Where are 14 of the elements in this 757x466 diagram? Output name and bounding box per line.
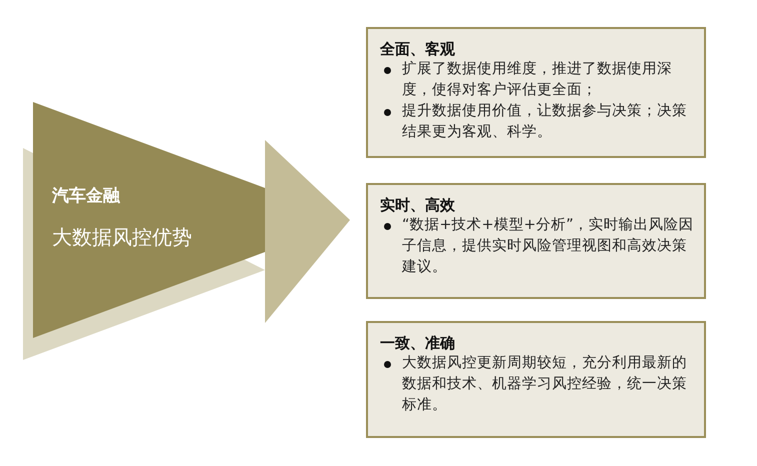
bullet-text: 扩展了数据使用维度，推进了数据使用深度，使得对客户评估更全面； xyxy=(380,59,694,101)
subheading-text: 大数据风控优势 xyxy=(52,224,192,251)
heading-text: 汽车金融 xyxy=(52,185,120,207)
card-heading: 实时、高效 xyxy=(380,195,456,215)
arrow-body-shape xyxy=(23,102,265,360)
card-heading: 一致、准确 xyxy=(380,333,456,353)
info-card xyxy=(366,27,706,158)
chevron-arrow xyxy=(265,140,350,323)
bullet-text: 大数据风控更新周期较短，充分利用最新的数据和技术、机器学习风控经验，统一决策标准。 xyxy=(380,353,694,416)
bullet-text: 提升数据使用价值，让数据参与决策；决策结果更为客观、科学。 xyxy=(380,101,694,143)
info-card xyxy=(366,321,706,438)
bullet-text: “数据+技术+模型+分析”，实时输出风险因子信息，提供实时风险管理视图和高效决策建议。 xyxy=(380,215,694,278)
info-card xyxy=(366,183,706,299)
card-heading: 全面、客观 xyxy=(380,39,456,59)
